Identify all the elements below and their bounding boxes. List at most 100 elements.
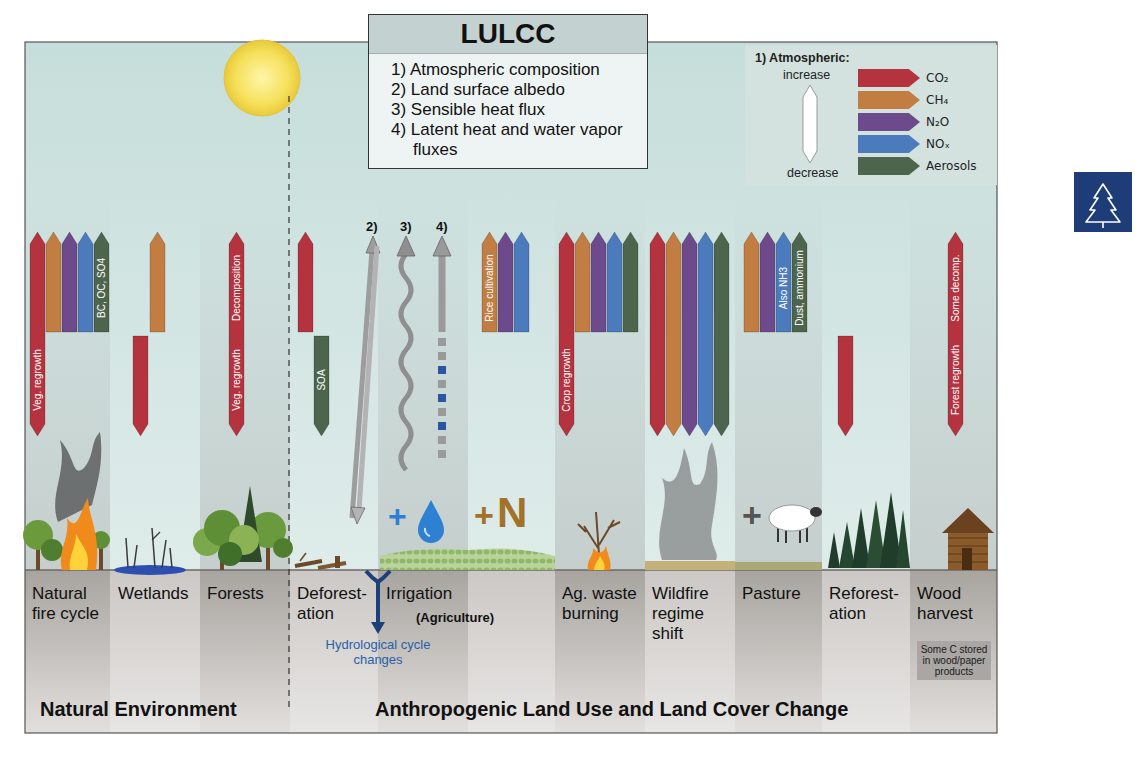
cabin <box>948 530 988 570</box>
column-band <box>735 190 822 570</box>
gas-flux-arrow <box>30 232 45 436</box>
pasture-scene <box>769 505 815 531</box>
cabin <box>948 546 988 547</box>
sun <box>224 40 300 116</box>
reforestation-trees <box>828 532 840 568</box>
arrow-label: Decomposition <box>231 255 243 321</box>
gas-flux-arrow <box>838 336 853 436</box>
plus-symbol: + <box>474 498 494 532</box>
column-label: Forests <box>207 584 287 604</box>
gas-flux-arrow <box>760 232 775 332</box>
deforestation-scene <box>295 561 322 566</box>
gas-flux-arrow <box>682 232 697 436</box>
sensible-heat-arrow <box>401 254 411 470</box>
wetland-scene <box>152 532 160 540</box>
gas-flux-arrow <box>46 232 61 332</box>
legend-swatch <box>858 113 920 131</box>
cabin <box>942 508 994 570</box>
wildfire-scene <box>659 442 717 560</box>
gas-flux-arrow <box>314 336 329 436</box>
latent-heat-arrow <box>438 352 446 360</box>
arrow-label: Also NH3 <box>778 267 790 309</box>
forest-icon <box>1074 172 1132 232</box>
callout-number: 3) <box>400 219 412 235</box>
column-band <box>25 190 997 570</box>
latent-heat-arrow <box>438 338 446 346</box>
wildfire-scene <box>645 442 735 570</box>
group-label: (Agriculture) <box>416 610 494 626</box>
legend-label: NOₓ <box>926 135 950 153</box>
gas-flux-arrows <box>30 232 963 436</box>
column-label: Ag. waste burning <box>562 584 644 624</box>
albedo-arrow <box>359 246 377 510</box>
column-label: Natural fire cycle <box>32 584 112 624</box>
legend-heading: 1) Atmospheric: <box>755 51 850 66</box>
factor-list: 1) Atmospheric composition2) Land surfac… <box>369 54 647 168</box>
box-title: LULCC <box>369 15 647 54</box>
cabin <box>962 548 972 570</box>
albedo-arrow <box>351 236 380 524</box>
latent-heat-arrow <box>438 408 446 416</box>
scale-end: decrease <box>787 166 838 181</box>
note-box: Some C stored in wood/paper products <box>917 641 991 680</box>
gas-flux-arrow <box>591 232 606 332</box>
column-label: Wetlands <box>118 584 198 604</box>
albedo-arrow <box>351 507 365 524</box>
gas-flux-arrow <box>607 232 622 332</box>
ground <box>25 570 997 733</box>
latent-heat-arrow <box>438 366 446 374</box>
pasture-scene <box>735 562 822 570</box>
column-label: Deforest-ation <box>297 584 373 624</box>
reforestation-trees <box>839 522 855 568</box>
gas-flux-arrow <box>666 232 681 436</box>
ag-waste-scene <box>588 546 611 570</box>
factor-item: 1) Atmospheric composition <box>391 60 637 80</box>
reforestation-trees <box>828 492 910 568</box>
gas-flux-arrow <box>714 232 729 436</box>
legend-swatch <box>858 157 920 175</box>
section-label: Anthropogenic Land Use and Land Cover Ch… <box>375 697 848 721</box>
column-band <box>378 190 468 570</box>
arrow-label: Dust, ammonium <box>794 250 806 326</box>
latent-heat-arrow <box>433 236 451 256</box>
legend-swatch <box>858 69 920 87</box>
direction-arrow <box>803 85 817 163</box>
column-label: Irrigation <box>386 584 466 604</box>
column-label: Wildfire regime shift <box>652 584 734 644</box>
wetland-scene <box>114 565 186 575</box>
gas-flux-arrow <box>559 232 574 436</box>
legend-swatch <box>858 135 920 153</box>
arrow-label: Veg. regrowth <box>231 349 243 411</box>
factor-item: 4) Latent heat and water vapor fluxes <box>391 120 637 160</box>
legend-box: 1) Atmospheric:increasedecreaseCO₂CH₄N₂O… <box>745 45 997 185</box>
lulcc-box: LULCC1) Atmospheric composition2) Land s… <box>368 14 648 169</box>
scale-end: increase <box>783 68 830 83</box>
wetland-scene <box>126 538 128 568</box>
crop-field <box>380 548 555 570</box>
gas-flux-arrow <box>650 232 665 436</box>
forest-scene <box>193 486 293 570</box>
gas-flux-arrow <box>498 232 513 332</box>
forest-scene <box>218 542 242 566</box>
deforestation-scene <box>300 553 306 561</box>
arrow-label: SOA <box>316 369 328 390</box>
fire-cycle-scene <box>23 432 110 570</box>
column-label: Reforest-ation <box>829 584 909 624</box>
nitrogen-symbol: N <box>497 492 527 534</box>
note-text: Some C stored in wood/paper products <box>919 644 989 677</box>
water-drop <box>425 528 430 536</box>
gas-flux-arrow <box>948 232 963 436</box>
divider-line <box>288 96 289 712</box>
water-drop <box>418 500 444 543</box>
wetland-scene <box>152 528 155 568</box>
sensible-heat-arrow <box>397 236 415 256</box>
column-band <box>25 190 110 570</box>
forest-icon <box>1102 222 1104 228</box>
column-band <box>200 190 290 570</box>
fire-cycle-scene <box>61 498 97 570</box>
hydrology-label: Hydrological cycle changes <box>318 637 438 667</box>
deforestation-scene <box>318 563 346 568</box>
ag-waste-scene <box>594 556 605 570</box>
gas-flux-arrow <box>150 232 165 332</box>
